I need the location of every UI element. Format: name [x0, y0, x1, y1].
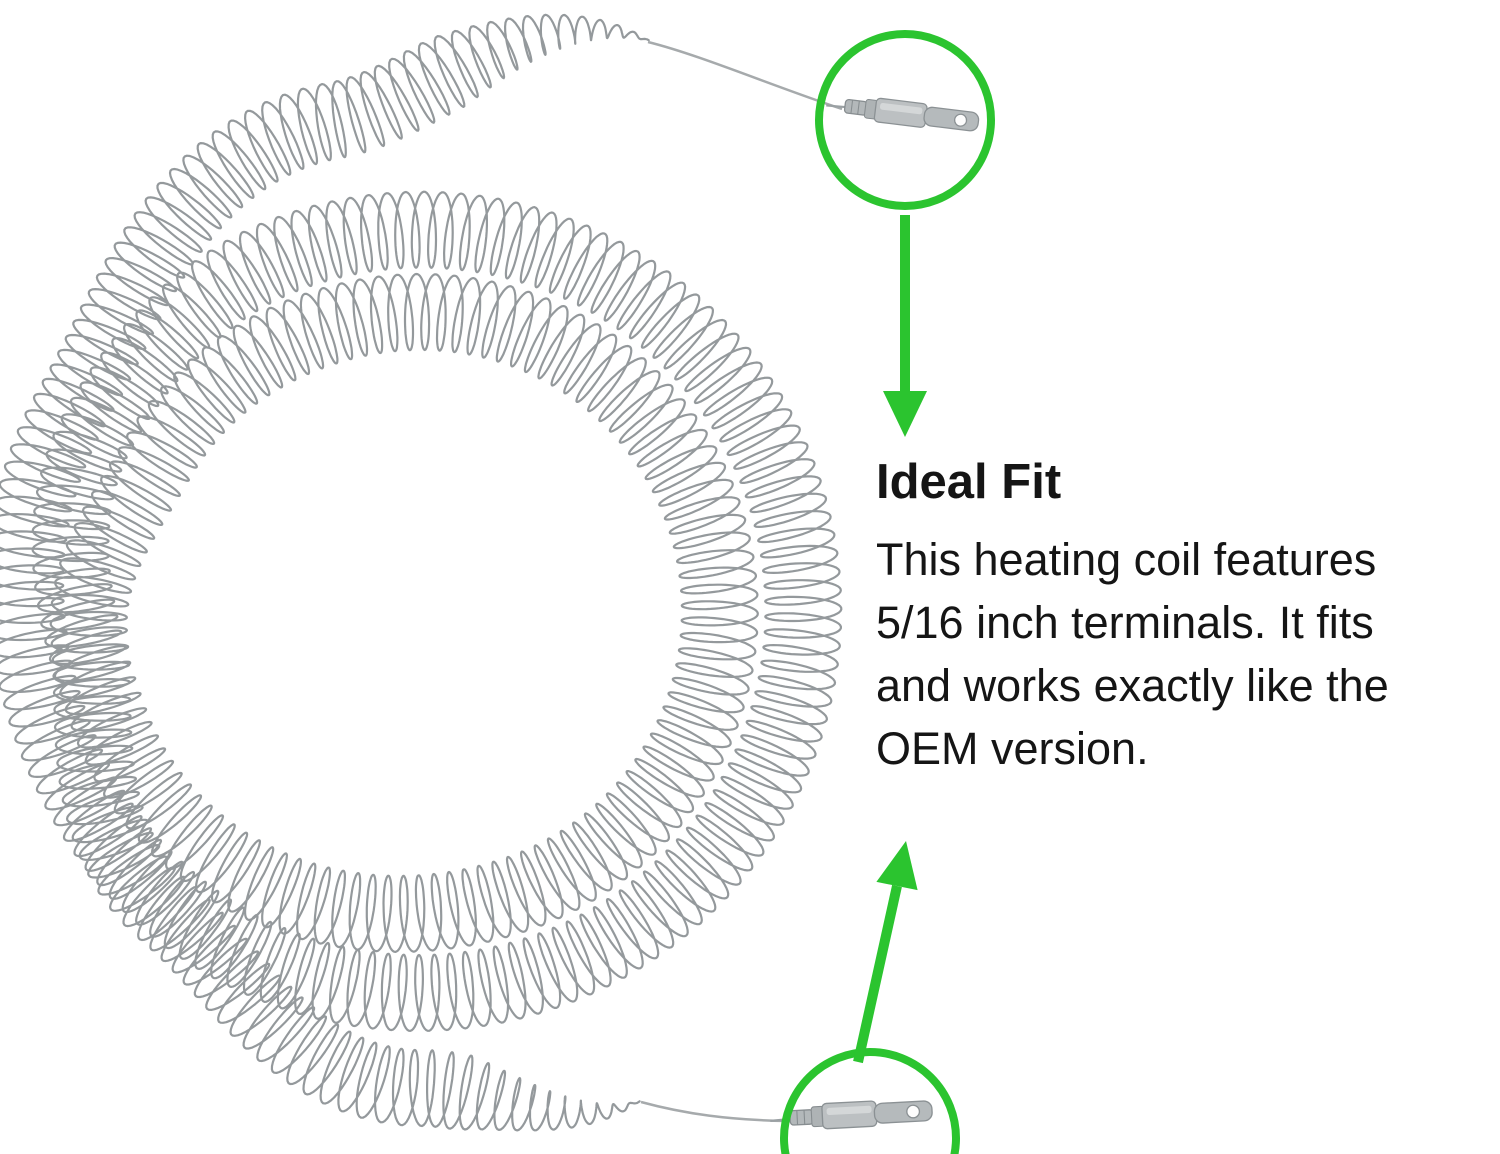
annotation-block: Ideal Fit This heating coil features 5/1… [876, 455, 1496, 780]
coil-lead-wire-bottom [640, 1100, 787, 1123]
callout-circle-bottom-icon [780, 1048, 960, 1154]
annotation-line-2: 5/16 inch terminals. It fits [876, 596, 1374, 648]
coil-lead-wire-top [647, 40, 843, 111]
annotation-line-3: and works exactly like the [876, 659, 1389, 711]
annotation-line-4: OEM version. [876, 722, 1149, 774]
heating-coil-photo [0, 13, 843, 1132]
annotation-heading: Ideal Fit [876, 455, 1062, 509]
callout-circle-top-icon [815, 30, 995, 210]
arrow-down-icon [883, 215, 927, 437]
arrow-up-icon [853, 841, 918, 1064]
annotation-line-1: This heating coil features [876, 533, 1377, 585]
terminal-photo-top [823, 90, 981, 136]
